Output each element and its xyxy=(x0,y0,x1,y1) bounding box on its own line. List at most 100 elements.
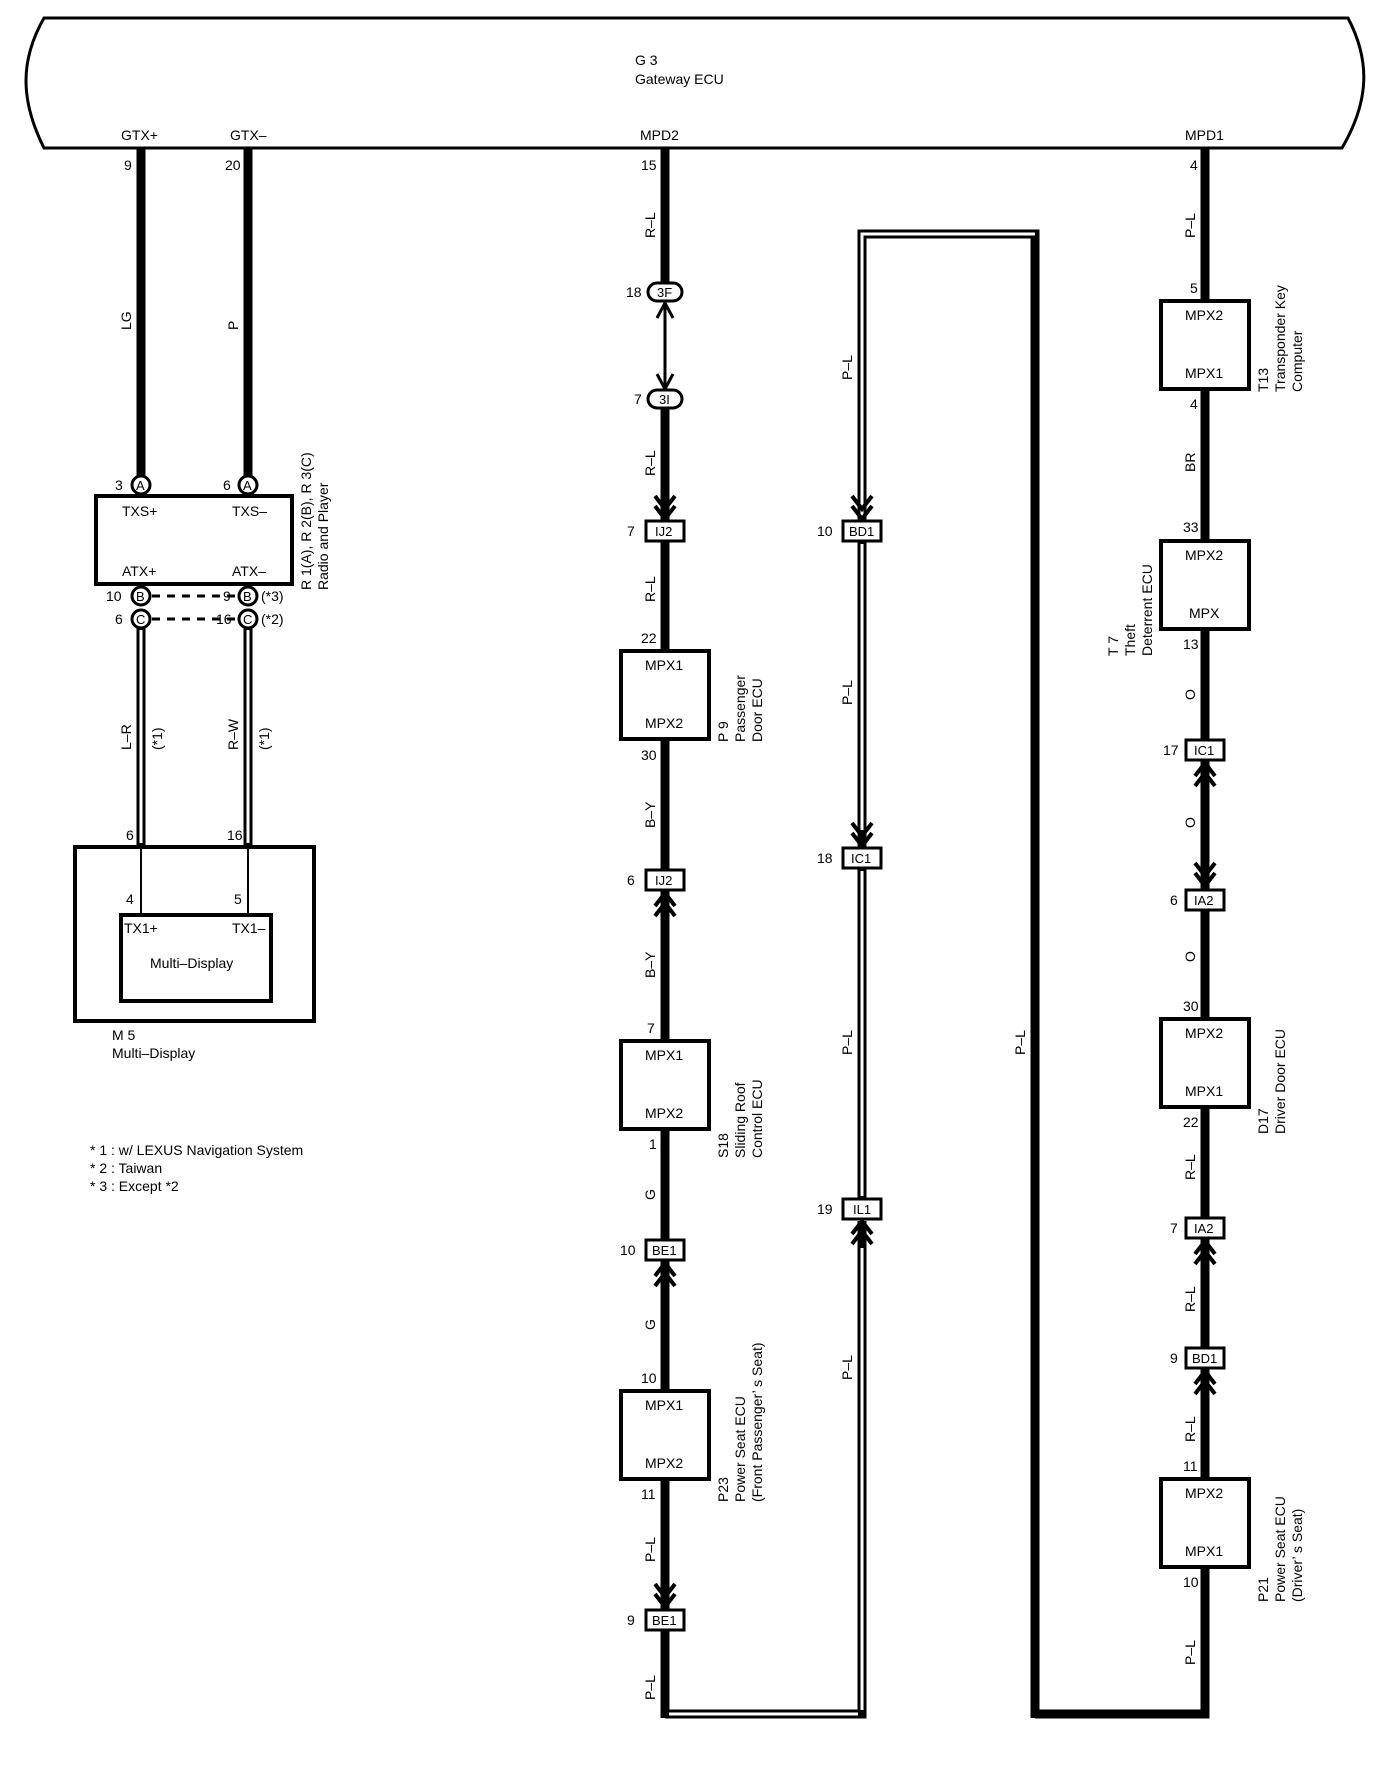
arrow-ia2-up xyxy=(1193,1237,1217,1266)
connector-bd1-b-label: BD1 xyxy=(1192,1351,1217,1366)
pin-7-ia2: 7 xyxy=(1170,1220,1178,1236)
wire-label-pl-2: P–L xyxy=(642,1675,658,1700)
arrow-ia2-down xyxy=(1193,861,1217,890)
wire-label-pl-5: P–L xyxy=(839,1030,855,1055)
wire-loop-top xyxy=(857,229,1040,1718)
md-tx1-minus: TX1– xyxy=(232,920,266,936)
pin-6-ia2: 6 xyxy=(1170,892,1178,908)
power-seat-pass-id: P23 xyxy=(715,1477,731,1502)
transponder-ecu-box xyxy=(1159,299,1251,391)
radio-id: R 1(A), R 2(B), R 3(C) xyxy=(298,452,314,590)
wire-label-br: BR xyxy=(1182,453,1198,472)
pin-18-3f: 18 xyxy=(626,284,642,300)
pin-circle-b-right xyxy=(237,585,259,607)
passenger-door-name2: Door ECU xyxy=(749,678,765,742)
note-rw-star1: (*1) xyxy=(256,727,272,750)
pin-3-radio: 3 xyxy=(115,477,123,493)
wire-label-rl-r3: R–L xyxy=(1182,1416,1198,1442)
gateway-pin-gtx-plus: GTX+ xyxy=(121,127,158,143)
wire-label-pl-6: P–L xyxy=(839,1355,855,1380)
arrow-ij2-down xyxy=(653,494,677,523)
pin-5-md: 5 xyxy=(234,891,242,907)
arrow-ic1-down xyxy=(850,821,874,850)
wire-label-rl-1: R–L xyxy=(642,212,658,238)
gateway-id: G 3 xyxy=(635,52,658,68)
driver-door-name1: Driver Door ECU xyxy=(1272,1029,1288,1134)
pin-6-md: 6 xyxy=(126,827,134,843)
wire-loop-bottom-right xyxy=(1035,1631,1210,1719)
pin-7-ij2: 7 xyxy=(627,523,635,539)
gateway-pin-gtx-minus: GTX– xyxy=(230,127,267,143)
passenger-door-top: MPX1 xyxy=(645,657,683,673)
pin-letter-a-right: A xyxy=(243,478,252,493)
connector-3i-label: 3I xyxy=(659,392,670,407)
pin-1-s18: 1 xyxy=(649,1136,657,1152)
transponder-name1: Transponder Key xyxy=(1272,285,1288,392)
pin-30-p9: 30 xyxy=(641,747,657,763)
power-seat-pass-ecu-box xyxy=(619,1389,711,1481)
wire-label-o-1: O xyxy=(1182,689,1198,700)
pin-letter-c-right: C xyxy=(243,612,252,627)
pin-6-radio: 6 xyxy=(223,477,231,493)
legend-2: * 2 : Taiwan xyxy=(90,1160,162,1176)
wire-label-pl-r2: P–L xyxy=(1182,1640,1198,1665)
theft-name2: Deterrent ECU xyxy=(1139,564,1155,656)
power-seat-pass-top: MPX1 xyxy=(645,1397,683,1413)
arrow-bd1-up xyxy=(1193,1367,1217,1396)
mpd2-column: 15 R–L 3F 18 3I 7 R–L IJ2 7 R–L 22 MPX1 … xyxy=(619,149,765,1718)
wire-label-pl-3: P–L xyxy=(839,355,855,380)
pin-letter-c-left: C xyxy=(136,612,145,627)
wire-label-pl-7: P–L xyxy=(1012,1030,1028,1055)
legend-3: * 3 : Except *2 xyxy=(90,1178,179,1194)
arrow-be1-up xyxy=(653,1259,677,1288)
connector-be1-a-label: BE1 xyxy=(652,1243,677,1258)
passenger-door-bottom: MPX2 xyxy=(645,715,683,731)
pin-22-p9: 22 xyxy=(641,630,657,646)
pin-11-p21: 11 xyxy=(1183,1458,1198,1474)
connector-ic1-b-label: IC1 xyxy=(1194,743,1214,758)
arrow-ij2-up xyxy=(653,889,677,918)
theft-ecu-box xyxy=(1159,539,1251,631)
sliding-roof-name1: Sliding Roof xyxy=(732,1082,748,1158)
pin-16-md: 16 xyxy=(227,827,243,843)
connector-ic1-a-label: IC1 xyxy=(851,851,871,866)
sliding-roof-id: S18 xyxy=(715,1133,731,1158)
pin-17-ic1: 17 xyxy=(1163,742,1179,758)
arrow-il1-up xyxy=(850,1217,874,1246)
arrow-be1-down xyxy=(653,1582,677,1611)
pin-10-p23: 10 xyxy=(641,1370,657,1386)
radio-atx-minus: ATX– xyxy=(232,563,266,579)
radio-box xyxy=(94,494,294,586)
power-seat-pass-bottom: MPX2 xyxy=(645,1455,683,1471)
power-seat-drv-id: P21 xyxy=(1255,1577,1271,1602)
gateway-pin-mpd1: MPD1 xyxy=(1185,127,1224,143)
multi-display-inner-box xyxy=(119,913,273,1003)
connector-ij2-a xyxy=(644,519,686,543)
passenger-door-name1: Passenger xyxy=(732,675,748,742)
sliding-roof-name2: Control ECU xyxy=(749,1079,765,1158)
note-lr-star1: (*1) xyxy=(149,727,165,750)
transponder-name2: Computer xyxy=(1289,330,1305,392)
connector-il1-label: IL1 xyxy=(853,1202,871,1217)
arrow-bd1-down xyxy=(850,494,874,523)
transponder-bottom: MPX1 xyxy=(1185,365,1223,381)
power-seat-drv-ecu-box xyxy=(1159,1477,1251,1569)
pin-7-s18: 7 xyxy=(647,1020,655,1036)
connector-3f-label: 3F xyxy=(657,285,672,300)
pin-5-t13: 5 xyxy=(1190,280,1198,296)
pin-15-mpd2: 15 xyxy=(641,157,657,173)
wire-label-by-1: B–Y xyxy=(642,801,658,828)
wire-label-rl-2: R–L xyxy=(642,450,658,476)
pin-4-mpd1: 4 xyxy=(1190,157,1198,173)
connector-ij2-a-label: IJ2 xyxy=(655,524,672,539)
connector-ia2-b-label: IA2 xyxy=(1194,1221,1214,1236)
power-seat-drv-name1: Power Seat ECU xyxy=(1272,1496,1288,1602)
connector-3i xyxy=(646,388,684,410)
md-tx1-plus: TX1+ xyxy=(124,920,158,936)
pin-11-p23: 11 xyxy=(641,1486,656,1502)
pin-6-radio-c: 6 xyxy=(115,611,123,627)
arrow-3f-up xyxy=(655,299,675,319)
loop-column: P–L BD1 10 P–L IC1 18 P–L IL1 19 P–L P–L xyxy=(817,229,1040,1718)
connector-be1-b xyxy=(644,1608,686,1632)
